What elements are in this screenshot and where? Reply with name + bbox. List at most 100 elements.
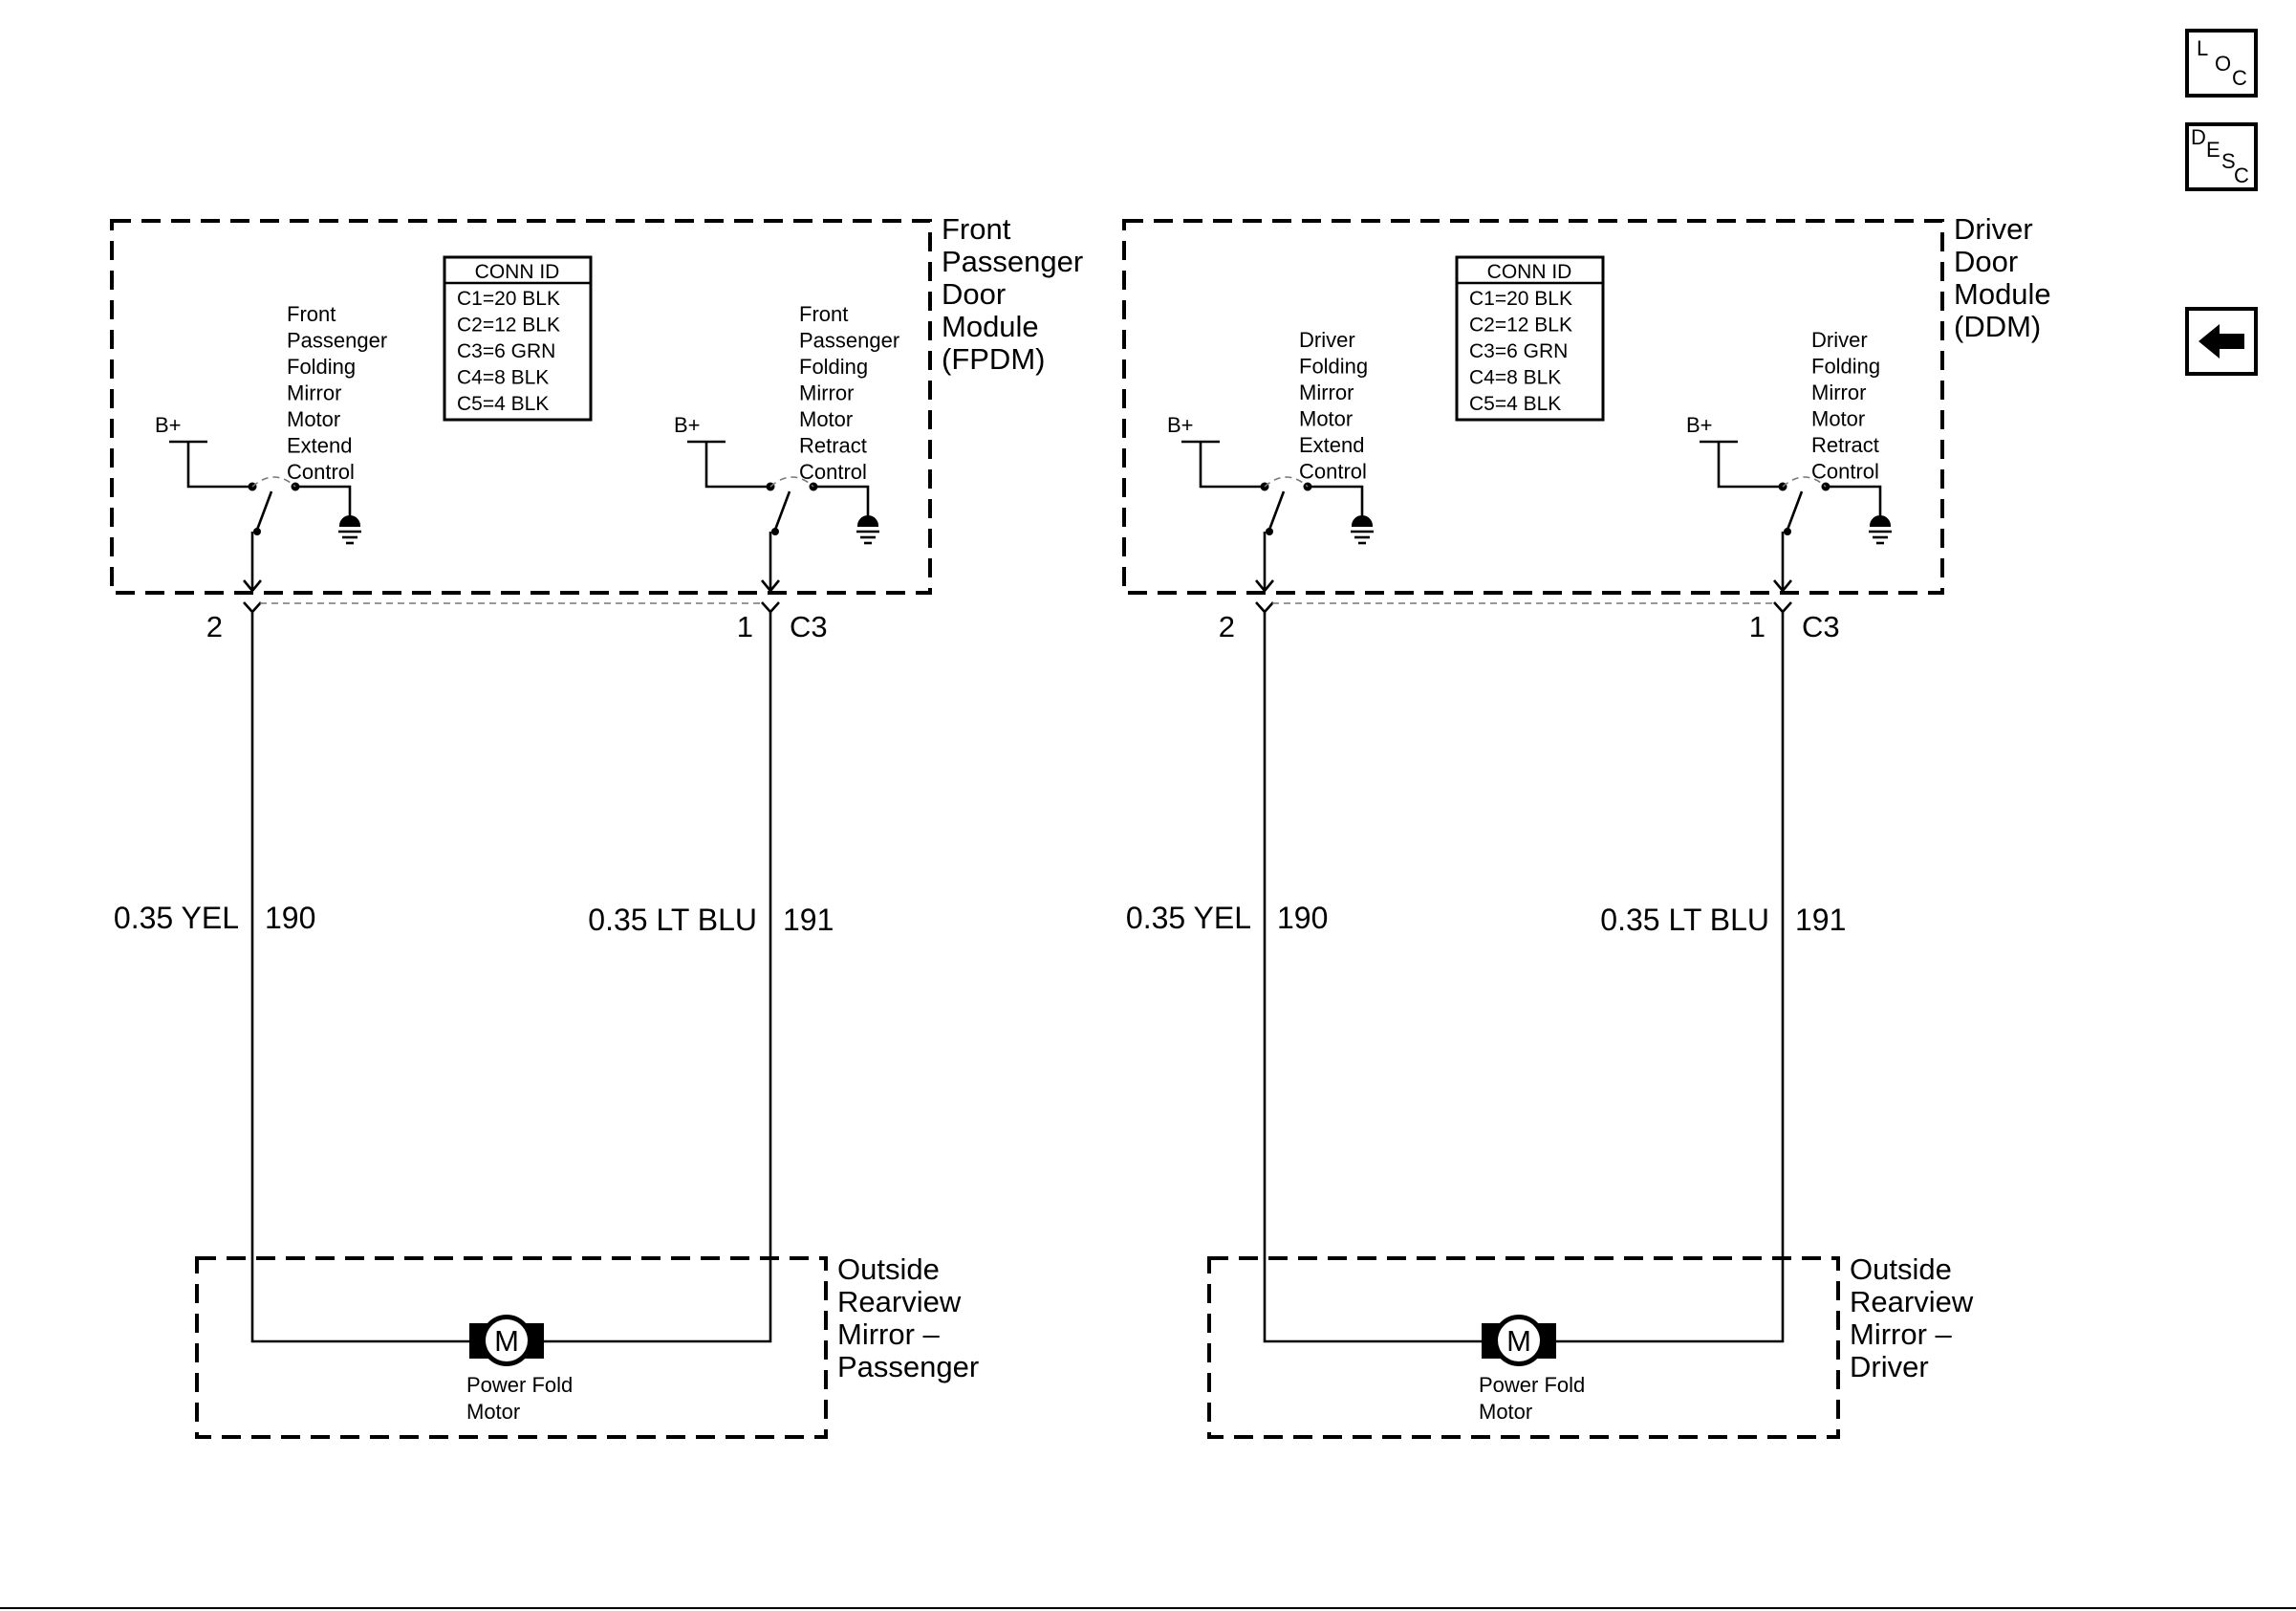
wire-label-circuit: 191 bbox=[783, 903, 834, 937]
connector-terminal-icon bbox=[1255, 601, 1274, 614]
ground-wire bbox=[295, 485, 352, 525]
retract-control-label-line: Control bbox=[799, 460, 867, 484]
outside-mirror-box bbox=[1207, 1256, 1840, 1439]
motor-face bbox=[1498, 1319, 1540, 1361]
door-module-name-line: Driver bbox=[1954, 212, 2033, 246]
conn-id-row: C3=6 GRN bbox=[1469, 340, 1568, 362]
extend-control-label-line: Extend bbox=[1299, 433, 1365, 457]
motor-symbol: M bbox=[494, 1324, 519, 1358]
wire-circuit-190 bbox=[1263, 612, 1484, 1343]
connector-terminal-icon bbox=[1773, 601, 1792, 614]
switch-pivot bbox=[771, 528, 779, 535]
conn-id-title: CONN ID bbox=[475, 261, 560, 283]
loc-button-frame bbox=[2185, 29, 2258, 98]
ground-icon bbox=[338, 515, 361, 527]
supply-wire bbox=[704, 442, 770, 489]
outside-mirror-name-line: Mirror – bbox=[837, 1317, 941, 1351]
supply-wire bbox=[1199, 442, 1265, 489]
conn-id-title: CONN ID bbox=[1487, 261, 1572, 283]
outside-mirror-name-line: Outside bbox=[837, 1252, 940, 1286]
desc-button-frame bbox=[2185, 122, 2258, 191]
door-module-name-line: Passenger bbox=[942, 245, 1083, 278]
wire-circuit-190 bbox=[250, 612, 472, 1343]
door-module-name-line: (DDM) bbox=[1954, 310, 2041, 343]
wire-label-gauge-color: 0.35 YEL bbox=[114, 901, 239, 935]
connector-arrow-icon bbox=[760, 579, 781, 594]
power-fold-motor: M bbox=[1482, 1315, 1556, 1366]
pin-number: 1 bbox=[1749, 610, 1765, 643]
door-module-name-line: Door bbox=[1954, 245, 2018, 278]
door-module-name-line: Door bbox=[942, 277, 1006, 311]
retract-control-label-line: Mirror bbox=[1811, 381, 1866, 404]
extend-control-label-line: Passenger bbox=[287, 329, 387, 353]
wire-label-circuit: 191 bbox=[1795, 903, 1846, 937]
retract-control-label-line: Passenger bbox=[799, 329, 899, 353]
switch-pivot bbox=[1266, 528, 1273, 535]
outside-mirror-name-line: Rearview bbox=[837, 1285, 962, 1318]
door-module-name-line: Module bbox=[942, 310, 1039, 343]
switch-blade bbox=[773, 490, 791, 531]
wire-label-circuit: 190 bbox=[1277, 901, 1328, 935]
retract-control-label-line: Folding bbox=[799, 355, 868, 379]
supply-label-b-plus: B+ bbox=[155, 413, 182, 437]
extend-control-label-line: Motor bbox=[1299, 407, 1353, 431]
extend-control-label-line: Extend bbox=[287, 434, 353, 458]
retract-control-label-line: Motor bbox=[799, 407, 853, 431]
outside-mirror-name-line: Driver bbox=[1850, 1350, 1929, 1383]
switch-pivot bbox=[253, 528, 261, 535]
conn-id-row: C2=12 BLK bbox=[1469, 315, 1572, 337]
supply-label-b-plus: B+ bbox=[1686, 413, 1713, 437]
ground-icon bbox=[1351, 515, 1374, 527]
outside-mirror-box bbox=[195, 1256, 828, 1439]
wire-circuit-191 bbox=[541, 612, 772, 1343]
motor-symbol: M bbox=[1506, 1324, 1531, 1358]
conn-id-frame bbox=[443, 255, 593, 422]
power-fold-motor: M bbox=[469, 1315, 544, 1366]
retract-control-label-line: Mirror bbox=[799, 381, 854, 405]
supply-wire bbox=[186, 442, 252, 489]
loc-button[interactable]: LOC bbox=[2185, 29, 2258, 98]
conn-id-row: C1=20 BLK bbox=[457, 288, 560, 310]
conn-id-row: C5=4 BLK bbox=[457, 393, 549, 415]
retract-control-label-line: Driver bbox=[1811, 328, 1868, 352]
motor-label-line: Power Fold bbox=[1479, 1373, 1585, 1397]
retract-control-label-line: Retract bbox=[1811, 433, 1879, 457]
extend-control-label-line: Mirror bbox=[287, 381, 341, 405]
connector-id: C3 bbox=[1802, 610, 1840, 643]
outside-mirror-name-line: Passenger bbox=[837, 1350, 979, 1383]
ground-wire bbox=[813, 485, 870, 525]
wire-label-circuit: 190 bbox=[265, 901, 315, 935]
outside-mirror-name-line: Rearview bbox=[1850, 1285, 1974, 1318]
connector-id: C3 bbox=[790, 610, 828, 643]
connector-arrow-icon bbox=[1254, 579, 1275, 594]
retract-switch bbox=[1700, 440, 1892, 614]
door-module-name-line: Front bbox=[942, 212, 1011, 246]
connector-arrow-icon bbox=[242, 579, 263, 594]
retract-control-label-line: Retract bbox=[799, 434, 867, 458]
conn-id-row: C3=6 GRN bbox=[457, 340, 555, 362]
desc-letter: C bbox=[2234, 163, 2249, 187]
supply-label-b-plus: B+ bbox=[674, 413, 701, 437]
connector-arrow-icon bbox=[1772, 579, 1793, 594]
desc-letter: S bbox=[2221, 149, 2236, 173]
switch-blade bbox=[255, 490, 273, 531]
extend-control-label-line: Control bbox=[287, 460, 355, 484]
door-module-box bbox=[1122, 219, 1944, 595]
extend-control-label-line: Front bbox=[287, 302, 336, 326]
outside-mirror-name-line: Outside bbox=[1850, 1252, 1952, 1286]
motor-face bbox=[486, 1319, 528, 1361]
ground-wire bbox=[1826, 485, 1882, 525]
switch-pivot bbox=[1784, 528, 1791, 535]
wire-label-gauge-color: 0.35 LT BLU bbox=[588, 903, 757, 937]
conn-id-row: C1=20 BLK bbox=[1469, 288, 1572, 310]
door-module-name-line: (FPDM) bbox=[942, 342, 1045, 376]
retract-control-label-line: Front bbox=[799, 302, 848, 326]
switch-blade bbox=[1786, 490, 1804, 531]
back-button[interactable] bbox=[2185, 307, 2258, 376]
